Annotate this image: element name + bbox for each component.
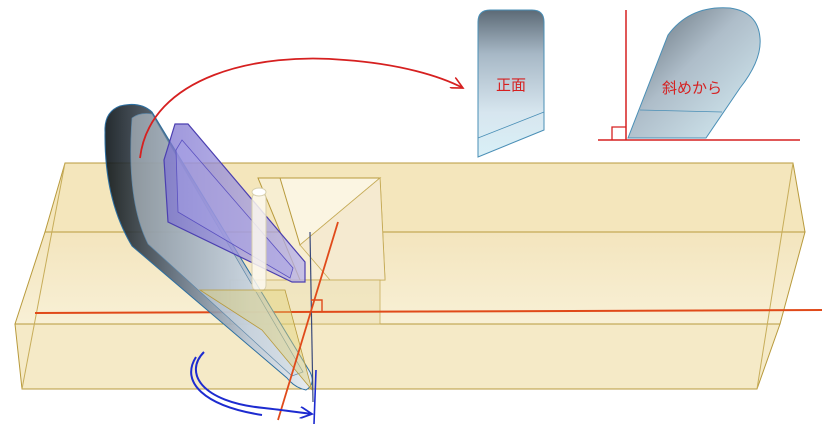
rotation-arrow-icon <box>190 351 317 425</box>
center-axis-line <box>34 309 823 314</box>
front-view-inset: 正面 <box>477 9 545 158</box>
front-view-blade <box>477 9 545 158</box>
vertical-reference-line <box>309 231 314 403</box>
front-view-label: 正面 <box>496 76 526 94</box>
tilt-axis-line <box>277 221 339 421</box>
retaining-pin <box>251 187 267 293</box>
oblique-view-blade <box>627 7 761 139</box>
retaining-pin-rod <box>251 191 267 293</box>
front-view-bevel-line <box>477 111 545 139</box>
oblique-view-bevel-line <box>639 109 723 113</box>
oblique-right-angle-marker-icon <box>611 126 626 140</box>
plane-body-left-edge <box>21 162 66 390</box>
curved-arrow-icon <box>139 57 463 159</box>
oblique-view-label: 斜めから <box>662 79 722 97</box>
plane-body-sole <box>14 323 781 390</box>
plane-mouth-side <box>299 177 386 281</box>
blade-bed-wedge <box>198 289 313 391</box>
plane-body-right-edge <box>756 162 794 390</box>
oblique-view-inset: 斜めから <box>598 7 800 141</box>
retaining-pin-top <box>251 187 267 197</box>
right-angle-marker-icon <box>311 299 323 311</box>
